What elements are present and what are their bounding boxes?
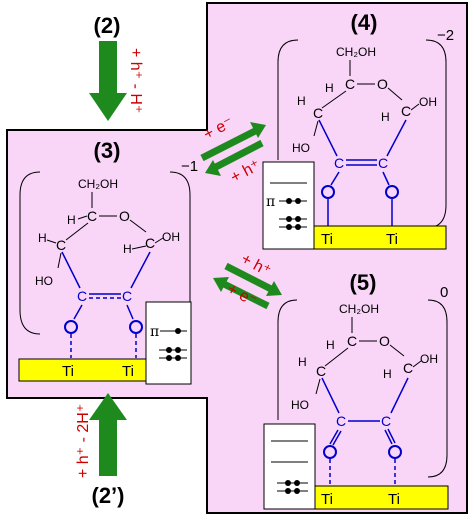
svg-text:CH₂OH: CH₂OH bbox=[339, 302, 379, 316]
svg-text:H: H bbox=[297, 94, 306, 108]
svg-text:C: C bbox=[316, 363, 326, 379]
orbital-diagram-5 bbox=[263, 423, 316, 510]
svg-text:C: C bbox=[77, 288, 87, 304]
ti-surface-4: Ti Ti bbox=[312, 225, 447, 250]
svg-text:H: H bbox=[325, 81, 334, 95]
svg-text:H: H bbox=[38, 231, 47, 245]
svg-text:C: C bbox=[334, 155, 344, 171]
green-arrow-up-icon bbox=[89, 393, 127, 476]
svg-text:HO: HO bbox=[291, 398, 309, 412]
svg-text:C: C bbox=[145, 235, 155, 251]
state-2p-label: (2’) bbox=[92, 483, 125, 508]
svg-text:Ti: Ti bbox=[321, 491, 333, 508]
svg-text:C: C bbox=[403, 360, 413, 376]
green-arrow-down-icon bbox=[89, 41, 127, 121]
svg-text:H: H bbox=[383, 367, 392, 381]
state-5-label: (5) bbox=[350, 270, 377, 295]
svg-text:C: C bbox=[336, 413, 346, 429]
svg-text:C: C bbox=[56, 237, 66, 253]
svg-text:H: H bbox=[326, 338, 335, 352]
svg-text:Ti: Ti bbox=[386, 231, 398, 248]
svg-text:O: O bbox=[377, 76, 388, 92]
svg-text:C: C bbox=[122, 288, 132, 304]
svg-text:O: O bbox=[119, 208, 130, 224]
svg-text:Ti: Ti bbox=[122, 363, 134, 380]
svg-text:π: π bbox=[266, 194, 275, 210]
state-4-label: (4) bbox=[351, 10, 378, 35]
svg-text:H: H bbox=[67, 213, 76, 227]
svg-text:C: C bbox=[313, 105, 323, 121]
svg-text:H: H bbox=[298, 355, 307, 369]
svg-text:Ti: Ti bbox=[321, 231, 333, 248]
molecule-3: CH₂OH C O H C H HO C H OH C C bbox=[35, 177, 180, 358]
orbital-diagram-3: π bbox=[145, 301, 192, 385]
svg-text:C: C bbox=[381, 413, 391, 429]
svg-text:Ti: Ti bbox=[62, 363, 74, 380]
svg-text:OH: OH bbox=[419, 95, 437, 109]
ti-surface-5: Ti Ti bbox=[314, 485, 449, 510]
reaction-2p-to-3: + h⁺ - 2H⁺ bbox=[75, 404, 92, 478]
svg-text:π: π bbox=[150, 324, 159, 340]
svg-text:Ti: Ti bbox=[388, 491, 400, 508]
state-3-charge: −1 bbox=[181, 158, 198, 175]
orbital-diagram-4: π bbox=[262, 161, 315, 250]
svg-text:HO: HO bbox=[35, 274, 53, 288]
equilibrium-3-4-icon bbox=[200, 122, 266, 176]
svg-text:O: O bbox=[379, 333, 390, 349]
molecule-5: CH₂OH C O H C H HO C H OH C C bbox=[291, 302, 438, 486]
state-5-charge: 0 bbox=[440, 284, 448, 301]
equilibrium-3-5-icon bbox=[213, 262, 282, 310]
state-panel bbox=[6, 2, 468, 514]
svg-text:OH: OH bbox=[420, 352, 438, 366]
state-2-label: (2) bbox=[94, 13, 121, 38]
reaction-2-to-3: + h⁺ - H⁺ bbox=[127, 48, 144, 113]
svg-text:C: C bbox=[87, 208, 97, 224]
svg-text:C: C bbox=[401, 103, 411, 119]
svg-text:CH₂OH: CH₂OH bbox=[78, 177, 118, 191]
svg-text:OH: OH bbox=[162, 230, 180, 244]
svg-text:C: C bbox=[345, 76, 355, 92]
state-3-label: (3) bbox=[94, 138, 121, 163]
svg-text:H: H bbox=[381, 110, 390, 124]
svg-text:C: C bbox=[378, 155, 388, 171]
molecule-4: CH₂OH C O H C H HO C H OH C C bbox=[292, 45, 437, 226]
state-4-charge: −2 bbox=[437, 27, 454, 44]
svg-text:C: C bbox=[347, 333, 357, 349]
svg-text:CH₂OH: CH₂OH bbox=[336, 45, 376, 59]
svg-text:HO: HO bbox=[292, 141, 310, 155]
svg-text:H: H bbox=[123, 242, 132, 256]
